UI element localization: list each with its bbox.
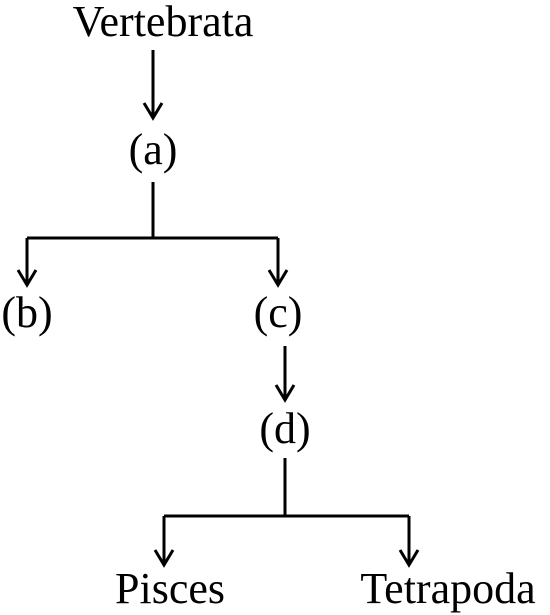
- arrowhead-to-c: [267, 269, 289, 288]
- node-b: (b): [1, 288, 52, 337]
- arrowhead-to-tetrapoda: [398, 549, 420, 568]
- node-a: (a): [129, 125, 178, 174]
- node-tetrapoda: Tetrapoda: [360, 564, 535, 613]
- arrowhead-to-a: [142, 102, 164, 121]
- arrowhead-to-d: [274, 384, 296, 403]
- arrowhead-to-pisces: [153, 549, 175, 568]
- node-d: (d): [259, 404, 310, 453]
- node-c: (c): [254, 288, 303, 337]
- arrowhead-to-b: [16, 269, 38, 288]
- node-vertebrata: Vertebrata: [73, 0, 254, 46]
- node-pisces: Pisces: [115, 564, 225, 613]
